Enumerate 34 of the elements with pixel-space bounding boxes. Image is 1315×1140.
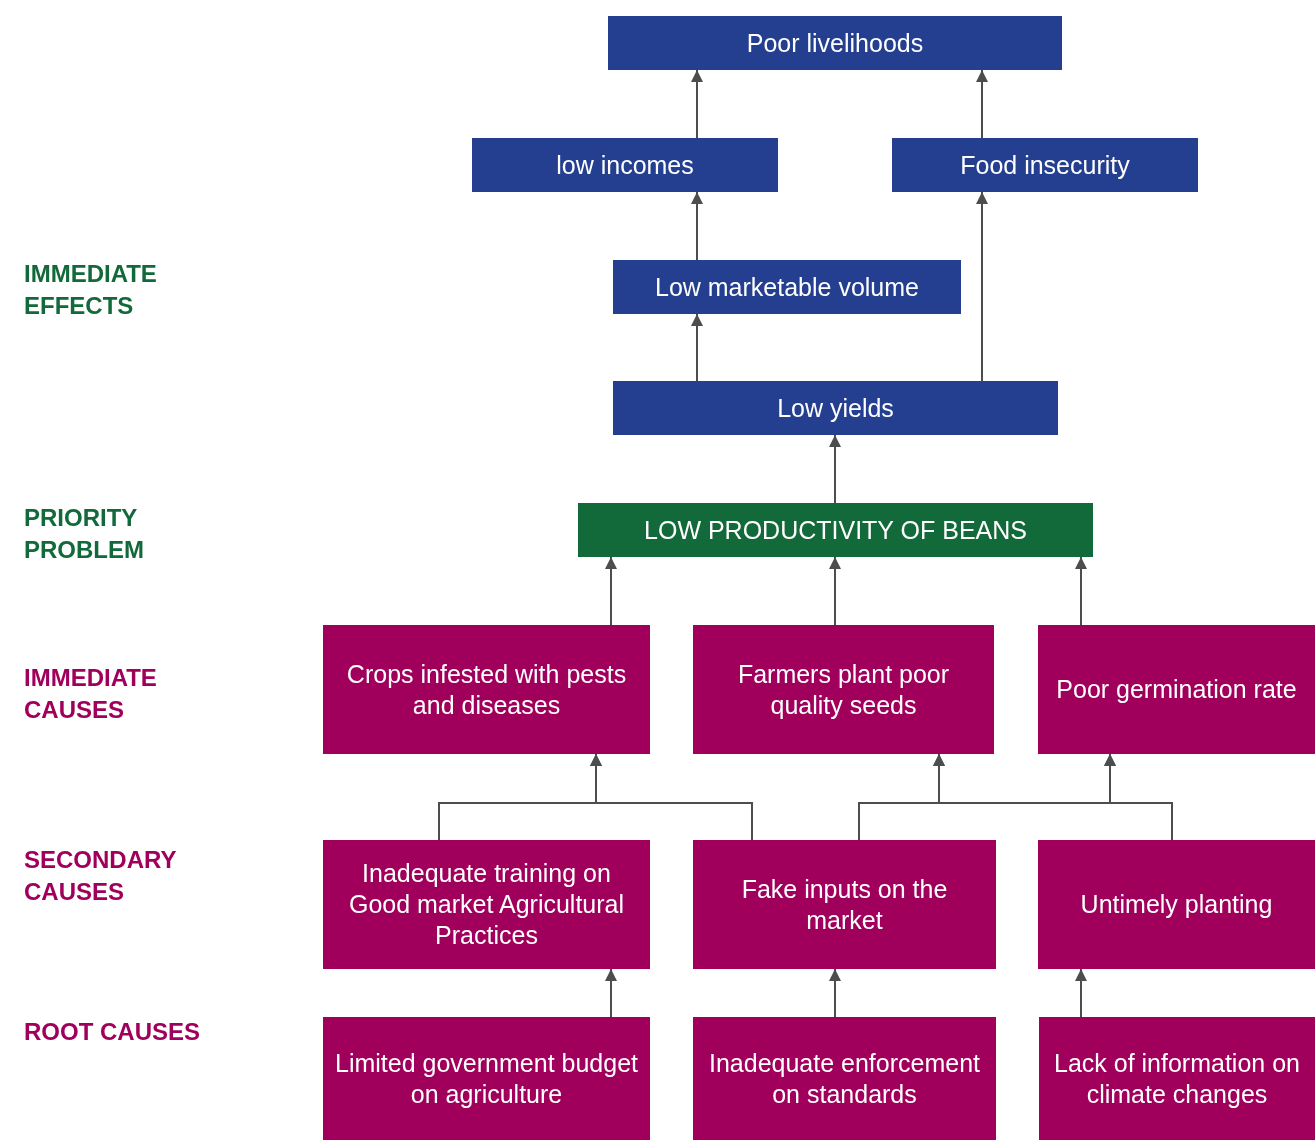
arrow (1104, 753, 1173, 841)
effect-box: Food insecurity (892, 138, 1198, 192)
cause-box: Inadequate training on Good market Agricultural Practices (323, 840, 650, 969)
arrow (691, 69, 703, 139)
cause-box: Crops infested with pests and diseases (323, 625, 650, 754)
problem-box: LOW PRODUCTIVITY OF BEANS (578, 503, 1093, 557)
level-label: IMMEDIATE EFFECTS (24, 259, 158, 321)
arrow (605, 968, 617, 1018)
cause-box: Untimely planting (1038, 840, 1315, 969)
effect-box: Low marketable volume (613, 260, 961, 314)
arrow (1075, 556, 1087, 626)
arrow (691, 313, 703, 382)
cause-box: Limited government budget on agriculture (323, 1017, 650, 1140)
arrow (829, 968, 841, 1018)
cause-box: Poor germination rate (1038, 625, 1315, 754)
level-label: ROOT CAUSES (24, 1017, 201, 1047)
arrow (976, 191, 988, 382)
level-label: PRIORITY PROBLEM (24, 503, 145, 565)
arrow (829, 434, 841, 504)
effect-box: low incomes (472, 138, 778, 192)
arrow (976, 69, 988, 139)
effect-box: Poor livelihoods (608, 16, 1062, 70)
arrow (590, 753, 753, 841)
arrow (605, 556, 617, 626)
cause-box: Inadequate enforcement on standards (693, 1017, 996, 1140)
cause-box: Fake inputs on the market (693, 840, 996, 969)
cause-box: Farmers plant poor quality seeds (693, 625, 994, 754)
arrow (1075, 968, 1087, 1018)
arrow (829, 556, 841, 626)
cause-box: Lack of information on climate changes (1039, 1017, 1315, 1140)
effect-box: Low yields (613, 381, 1058, 435)
level-label: IMMEDIATE CAUSES (24, 663, 158, 725)
arrow (691, 191, 703, 261)
level-label: SECONDARY CAUSES (24, 845, 178, 907)
